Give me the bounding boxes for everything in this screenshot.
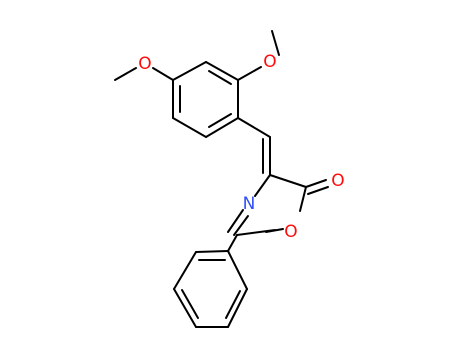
bond: [152, 67, 174, 81]
carbonyl-group: O: [305, 171, 345, 195]
oxazolone-ring: N O: [227, 174, 307, 242]
bond: [227, 250, 248, 290]
bond: [173, 251, 197, 290]
bond: [237, 66, 262, 81]
atom-oxygen: O: [331, 171, 344, 191]
bond: [299, 186, 307, 212]
bond: [307, 186, 329, 195]
methoxy-group-top: O: [237, 30, 280, 81]
bond: [205, 61, 239, 81]
bond: [195, 250, 229, 253]
bond: [269, 174, 307, 188]
bond: [173, 288, 197, 328]
double-bond-inner: [181, 289, 199, 319]
bond: [237, 117, 271, 138]
atom-oxygen: O: [138, 54, 151, 74]
double-bond-inner: [208, 70, 232, 85]
bond: [205, 117, 239, 138]
bond: [236, 229, 276, 236]
methoxy-group-left: O: [114, 54, 174, 81]
bond: [227, 288, 248, 328]
bond: [114, 67, 137, 81]
bond: [227, 209, 244, 233]
exocyclic-double-bond: [237, 117, 271, 176]
bond: [227, 234, 238, 252]
bond: [254, 174, 271, 197]
bond: [305, 179, 327, 188]
double-bond-inner: [225, 290, 241, 319]
atom-nitrogen: N: [243, 194, 256, 214]
double-bond-inner: [208, 113, 232, 128]
atom-oxygen: O: [284, 222, 297, 242]
bond: [233, 215, 249, 236]
bond: [271, 30, 280, 56]
atom-oxygen: O: [263, 52, 276, 72]
bond: [172, 117, 207, 138]
bond: [172, 61, 207, 81]
dimethoxyphenyl-ring: [172, 61, 239, 138]
phenyl-ring: [173, 229, 276, 328]
